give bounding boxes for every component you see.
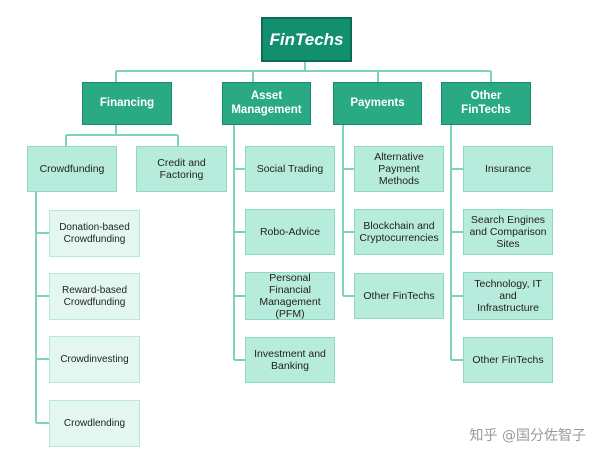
node-reward-based-crowdfunding: Reward-based Crowdfunding [49, 273, 140, 320]
node-search-engines-and-comparison-sites: Search Engines and Comparison Sites [463, 209, 553, 255]
category-payments: Payments [333, 82, 422, 125]
category-financing: Financing [82, 82, 172, 125]
node-insurance: Insurance [463, 146, 553, 192]
node-payments-other-fintechs: Other FinTechs [354, 273, 444, 319]
node-technology-it-infrastructure: Technology, IT and Infrastructure [463, 272, 553, 320]
node-donation-based-crowdfunding: Donation-based Crowdfunding [49, 210, 140, 257]
node-personal-financial-management: Personal Financial Management (PFM) [245, 272, 335, 320]
node-blockchain-and-cryptocurrencies: Blockchain and Cryptocurrencies [354, 209, 444, 255]
node-robo-advice: Robo-Advice [245, 209, 335, 255]
root-node: FinTechs [261, 17, 352, 62]
category-other-fintechs: Other FinTechs [441, 82, 531, 125]
watermark-text: 知乎 @国分佐智子 [469, 428, 586, 444]
category-asset-management: Asset Management [222, 82, 311, 125]
node-crowdfunding: Crowdfunding [27, 146, 117, 192]
node-other-fintechs-other: Other FinTechs [463, 337, 553, 383]
node-crowdlending: Crowdlending [49, 400, 140, 447]
node-social-trading: Social Trading [245, 146, 335, 192]
node-alternative-payment-methods: Alternative Payment Methods [354, 146, 444, 192]
node-crowdinvesting: Crowdinvesting [49, 336, 140, 383]
node-investment-and-banking: Investment and Banking [245, 337, 335, 383]
node-credit-and-factoring: Credit and Factoring [136, 146, 227, 192]
